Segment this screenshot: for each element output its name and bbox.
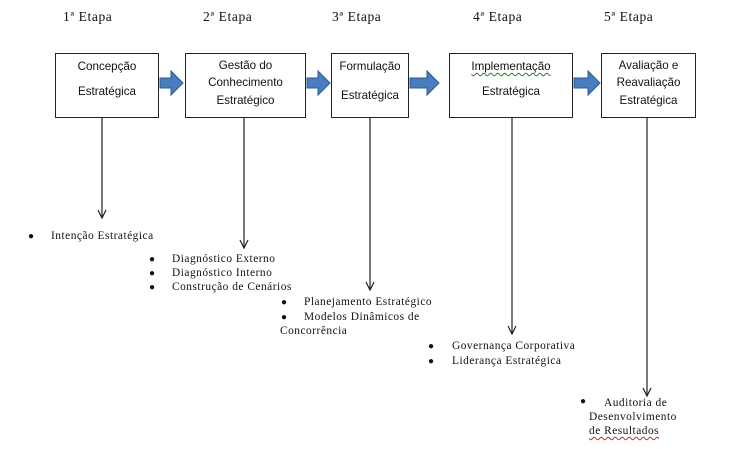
list-item: Diagnóstico Externo — [172, 253, 276, 265]
box-1-line-2: Estratégica — [78, 85, 136, 98]
list-item-continuation: Desenvolvimento — [589, 411, 677, 423]
box-implementacao: Implementação Estratégica — [449, 53, 573, 118]
bullet: ● — [149, 282, 156, 293]
box-2-line-2: Conhecimento — [208, 76, 283, 89]
list-item: Intenção Estratégica — [51, 230, 154, 242]
list-item: Planejamento Estratégico — [304, 296, 433, 308]
box-4-line-1: Implementação — [471, 60, 551, 73]
flow-arrow-4 — [573, 69, 601, 97]
box-5-line-1: Avaliação e — [618, 59, 679, 72]
stage-5-label: 5ª Etapa — [604, 9, 654, 24]
list-item: Auditoria de — [604, 397, 668, 409]
stage-1-label: 1ª Etapa — [63, 9, 113, 24]
box-4-line-2: Estratégica — [482, 85, 540, 98]
box-formulacao: Formulação Estratégica — [331, 53, 409, 118]
bullet: ● — [149, 254, 156, 265]
bullet: ● — [28, 231, 35, 242]
box-2-line-1: Gestão do — [218, 59, 273, 72]
box-gestao: Gestão do Conhecimento Estratégico — [185, 53, 306, 118]
list-item: Liderança Estratégica — [452, 355, 562, 367]
box-concepcao: Concepção Estratégica — [55, 53, 159, 118]
stage-4-label: 4ª Etapa — [473, 9, 523, 24]
box-3-line-1: Formulação — [339, 60, 401, 73]
list-item: Modelos Dinâmicos de — [304, 311, 420, 323]
bullet: ● — [428, 341, 435, 352]
list-item: Diagnóstico Interno — [172, 267, 273, 279]
box-2-line-3: Estratégico — [216, 94, 275, 107]
box-1-line-1: Concepção — [77, 60, 137, 73]
stage-2-label: 2ª Etapa — [203, 9, 253, 24]
list-item: Governança Corporativa — [452, 340, 576, 352]
bullet: ● — [580, 396, 587, 407]
flow-arrow-1 — [159, 69, 184, 97]
box-avaliacao: Avaliação e Reavaliação Estratégica — [601, 53, 696, 118]
list-item-continuation: de Resultados — [589, 425, 660, 437]
flow-arrow-3 — [409, 69, 440, 97]
box-5-line-3: Estratégica — [619, 94, 678, 107]
flow-arrow-2 — [306, 69, 331, 97]
bullet: ● — [281, 297, 288, 308]
stage-3-label: 3ª Etapa — [332, 9, 382, 24]
bullet: ● — [428, 356, 435, 367]
box-3-line-2: Estratégica — [341, 89, 399, 102]
list-item-continuation: Concorrência — [280, 325, 348, 337]
box-5-line-2: Reavaliação — [616, 76, 681, 89]
bullet: ● — [281, 312, 288, 323]
list-item: Construção de Cenários — [172, 281, 292, 293]
bullet: ● — [149, 268, 156, 279]
